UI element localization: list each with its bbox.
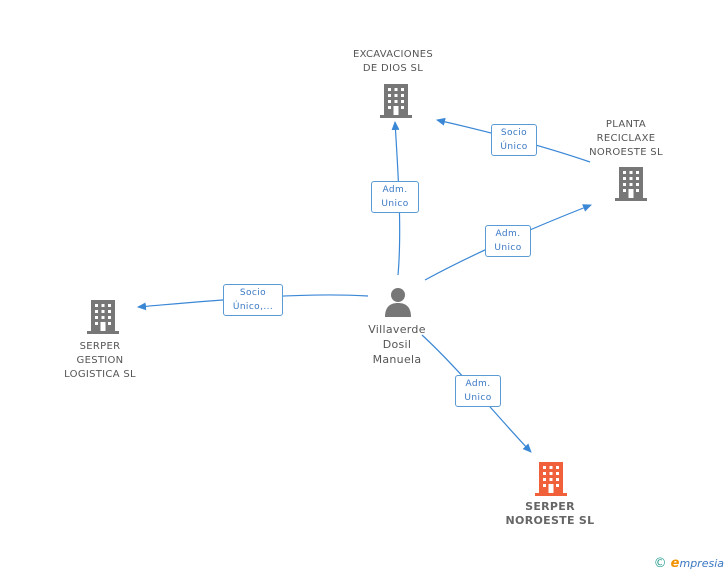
relation-badge-adm-excavaciones[interactable]: Adm. Unico — [371, 181, 419, 213]
relation-line2: Único,... — [232, 302, 274, 312]
building-icon[interactable] — [615, 167, 647, 201]
node-serper-gestion-line1: SERPER — [79, 341, 121, 352]
brand-name: mpresia — [679, 557, 724, 570]
relation-line2: Unico — [381, 199, 409, 209]
relation-badge-socio-unico-top[interactable]: Socio Único — [491, 124, 537, 156]
person-icon[interactable] — [384, 287, 412, 317]
node-excavaciones-line2: DE DIOS SL — [362, 63, 424, 74]
node-serper-noroeste-line1: SERPER — [525, 500, 575, 513]
node-person-line3: Manuela — [372, 353, 422, 366]
relation-line1: Adm. — [382, 185, 408, 195]
brand-initial: e — [670, 556, 680, 571]
node-person-line2: Dosil — [382, 338, 412, 351]
node-person-label[interactable]: Villaverde Dosil Manuela — [350, 322, 444, 367]
node-serper-gestion-line2: GESTION — [76, 355, 124, 366]
relation-badge-socio-unico-left[interactable]: Socio Único,... — [223, 284, 283, 316]
node-planta-line1: PLANTA — [605, 119, 647, 130]
relation-line1: Adm. — [465, 379, 491, 389]
relation-line2: Unico — [464, 393, 492, 403]
node-serper-gestion-line3: LOGISTICA SL — [64, 369, 136, 380]
node-person-line1: Villaverde — [368, 323, 426, 336]
relation-line2: Unico — [494, 243, 522, 253]
relation-line1: Socio — [239, 288, 267, 298]
node-planta-line3: NOROESTE SL — [589, 147, 663, 158]
relation-badge-adm-serper[interactable]: Adm. Unico — [455, 375, 501, 407]
footer-brand[interactable]: ©empresia — [654, 556, 724, 571]
relation-line1: Adm. — [495, 229, 521, 239]
node-serper-gestion-label[interactable]: SERPER GESTION LOGISTICA SL — [50, 340, 150, 382]
node-planta-label[interactable]: PLANTA RECICLAXE NOROESTE SL — [576, 118, 676, 160]
node-serper-noroeste-label[interactable]: SERPER NOROESTE SL — [492, 500, 608, 528]
node-serper-noroeste-line2: NOROESTE SL — [505, 514, 595, 527]
copyright-icon: © — [653, 556, 667, 571]
node-planta-line2: RECICLAXE — [596, 133, 656, 144]
building-icon[interactable] — [535, 462, 567, 496]
building-icon[interactable] — [380, 84, 412, 118]
node-excavaciones-label[interactable]: EXCAVACIONES DE DIOS SL — [340, 48, 446, 76]
building-icon[interactable] — [87, 300, 119, 334]
node-excavaciones-line1: EXCAVACIONES — [352, 49, 434, 60]
relation-line1: Socio — [500, 128, 528, 138]
relation-badge-adm-planta[interactable]: Adm. Unico — [485, 225, 531, 257]
relation-line2: Único — [500, 142, 528, 152]
